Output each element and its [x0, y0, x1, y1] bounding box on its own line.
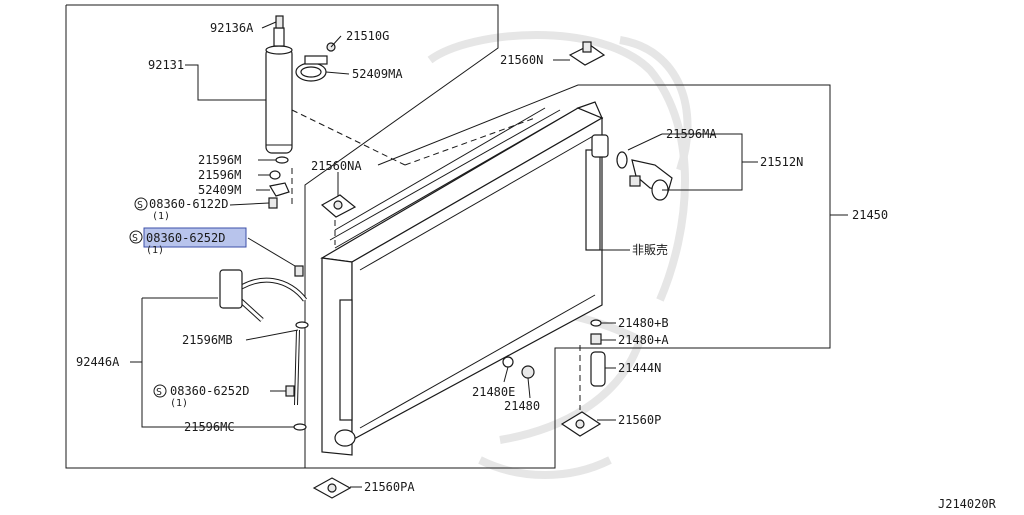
lower-mount-21560PA[interactable] — [312, 477, 352, 499]
upper-mount-21560NA[interactable] — [320, 194, 357, 218]
cooler-pipe-92446A[interactable] — [219, 269, 307, 406]
label-08360-6252D-highlighted[interactable]: 08360-6252D — [146, 231, 225, 245]
o-ring-21596M-2[interactable] — [269, 170, 281, 180]
label-21480A[interactable]: 21480+A — [618, 333, 669, 347]
clamp-52409MA[interactable] — [295, 55, 328, 82]
label-08360-6122D[interactable]: 08360-6122D — [149, 197, 228, 211]
screw-symbol-3: S — [153, 384, 167, 398]
bolt-08360-6122D[interactable] — [268, 197, 278, 209]
svg-text:S: S — [137, 200, 143, 211]
label-52409M[interactable]: 52409M — [198, 183, 241, 197]
o-ring-21596MC[interactable] — [293, 423, 307, 431]
label-08360-6252D[interactable]: 08360-6252D — [170, 384, 249, 398]
lower-mount-21560P[interactable] — [560, 411, 602, 437]
svg-text:S: S — [156, 387, 162, 398]
label-21450[interactable]: 21450 — [852, 208, 888, 222]
o-ring-21596MA[interactable] — [616, 151, 628, 169]
label-92136A[interactable]: 92136A — [210, 21, 254, 35]
grommet-21480B[interactable] — [590, 319, 602, 327]
qty-08360-6252D-highlighted: (1) — [146, 245, 164, 256]
label-21480[interactable]: 21480 — [504, 399, 540, 413]
label-21480B[interactable]: 21480+B — [618, 316, 669, 330]
diagram-id: J214020R — [938, 497, 997, 511]
label-21596MB[interactable]: 21596MB — [182, 333, 233, 347]
bracket-92446A — [141, 298, 294, 428]
highlight-box — [143, 227, 247, 248]
qty-08360-6252D: (1) — [170, 398, 188, 409]
bolt-08360-6252D-lower[interactable] — [285, 385, 295, 397]
hose-21512N[interactable] — [629, 159, 673, 201]
guide-line-1 — [291, 109, 406, 166]
o-ring-21596MB[interactable] — [295, 321, 309, 329]
label-not-sold: 非販売 — [632, 242, 668, 257]
qty-08360-6122D: (1) — [152, 211, 170, 222]
label-21560N[interactable]: 21560N — [500, 53, 543, 67]
o-ring-21596M-1[interactable] — [275, 156, 289, 164]
label-21596M-1[interactable]: 21596M — [198, 153, 241, 167]
pipe-stub-lower[interactable] — [334, 429, 356, 447]
radiator-core-21450[interactable] — [320, 101, 604, 456]
label-52409MA[interactable]: 52409MA — [352, 67, 403, 81]
receiver-drier-92131[interactable] — [265, 15, 293, 154]
label-21560NA[interactable]: 21560NA — [311, 159, 362, 173]
label-92131[interactable]: 92131 — [148, 58, 184, 72]
bushing-21444N[interactable] — [590, 351, 606, 387]
label-21510G[interactable]: 21510G — [346, 29, 389, 43]
grommet-21480E[interactable] — [502, 356, 514, 368]
label-21596MC[interactable]: 21596MC — [184, 420, 235, 434]
bolt-08360-6252D-upper[interactable] — [294, 265, 304, 277]
label-21444N[interactable]: 21444N — [618, 361, 661, 375]
leader-lines — [185, 21, 848, 488]
screw-symbol-1: S — [134, 197, 148, 211]
bracket-52409M[interactable] — [269, 182, 290, 197]
pipe-stub-upper[interactable] — [591, 134, 609, 158]
grommet-21480[interactable] — [521, 365, 535, 379]
screw-symbol-2: S — [129, 230, 143, 244]
label-21480E[interactable]: 21480E — [472, 385, 515, 399]
label-21596MA[interactable]: 21596MA — [666, 127, 717, 141]
label-21512N[interactable]: 21512N — [760, 155, 803, 169]
grommet-21480A[interactable] — [590, 333, 602, 345]
label-21560P[interactable]: 21560P — [618, 413, 661, 427]
label-21560PA[interactable]: 21560PA — [364, 480, 415, 494]
svg-text:S: S — [132, 233, 138, 244]
upper-mount-21560N[interactable] — [568, 41, 606, 66]
label-92446A[interactable]: 92446A — [76, 355, 120, 369]
label-21596M-2[interactable]: 21596M — [198, 168, 241, 182]
lower-group-frame — [66, 84, 831, 469]
